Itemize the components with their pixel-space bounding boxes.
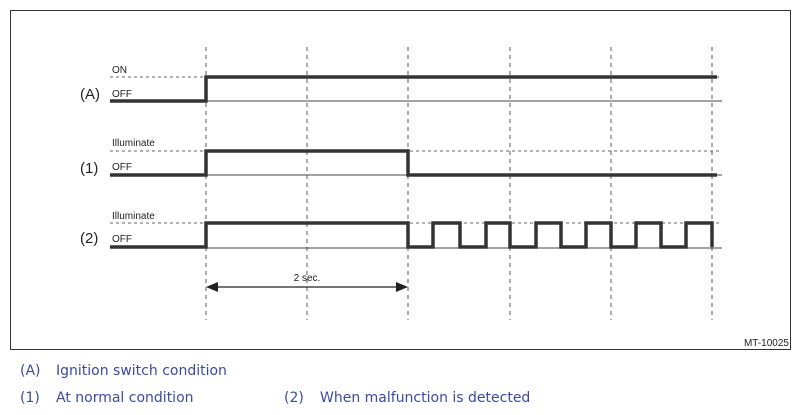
legend-key: (2) [284,390,304,406]
timing-diagram: ON OFF (A) Illuminate OFF (1) Illuminate… [80,47,789,349]
row-2-signal [110,221,714,249]
row-2: Illuminate OFF (2) [80,211,722,249]
row-1: Illuminate OFF (1) [80,138,722,177]
interval-dimension: 2 sec. [206,273,408,292]
row-1-lower-label: OFF [112,162,132,173]
legend-item-2: (2) When malfunction is detected [284,390,530,406]
interval-arrow-right-head [396,282,408,292]
legend-key: (1) [20,390,40,406]
row-a: ON OFF (A) [80,65,722,103]
row-a-signal [110,75,717,103]
row-a-upper-label: ON [112,65,127,76]
row-1-id: (1) [80,160,98,177]
row-2-id: (2) [80,230,98,247]
legend-text: Ignition switch condition [56,363,227,379]
legend-text: When malfunction is detected [320,390,531,406]
legend-key: (A) [20,363,41,379]
interval-arrow-left-head [206,282,218,292]
time-gridlines [205,47,713,320]
figure-code: MT-10025 [744,338,789,349]
legend-item-1: (1) At normal condition [20,390,194,406]
row-1-upper-label: Illuminate [112,138,155,149]
row-1-signal [110,149,717,177]
interval-label: 2 sec. [294,273,321,284]
row-2-lower-label: OFF [112,234,132,245]
legend-text: At normal condition [56,390,194,406]
row-a-lower-label: OFF [112,89,132,100]
diagram-frame [10,10,791,350]
row-2-upper-label: Illuminate [112,211,155,222]
legend-item-a: (A) Ignition switch condition [20,363,227,379]
row-a-id: (A) [80,86,100,103]
